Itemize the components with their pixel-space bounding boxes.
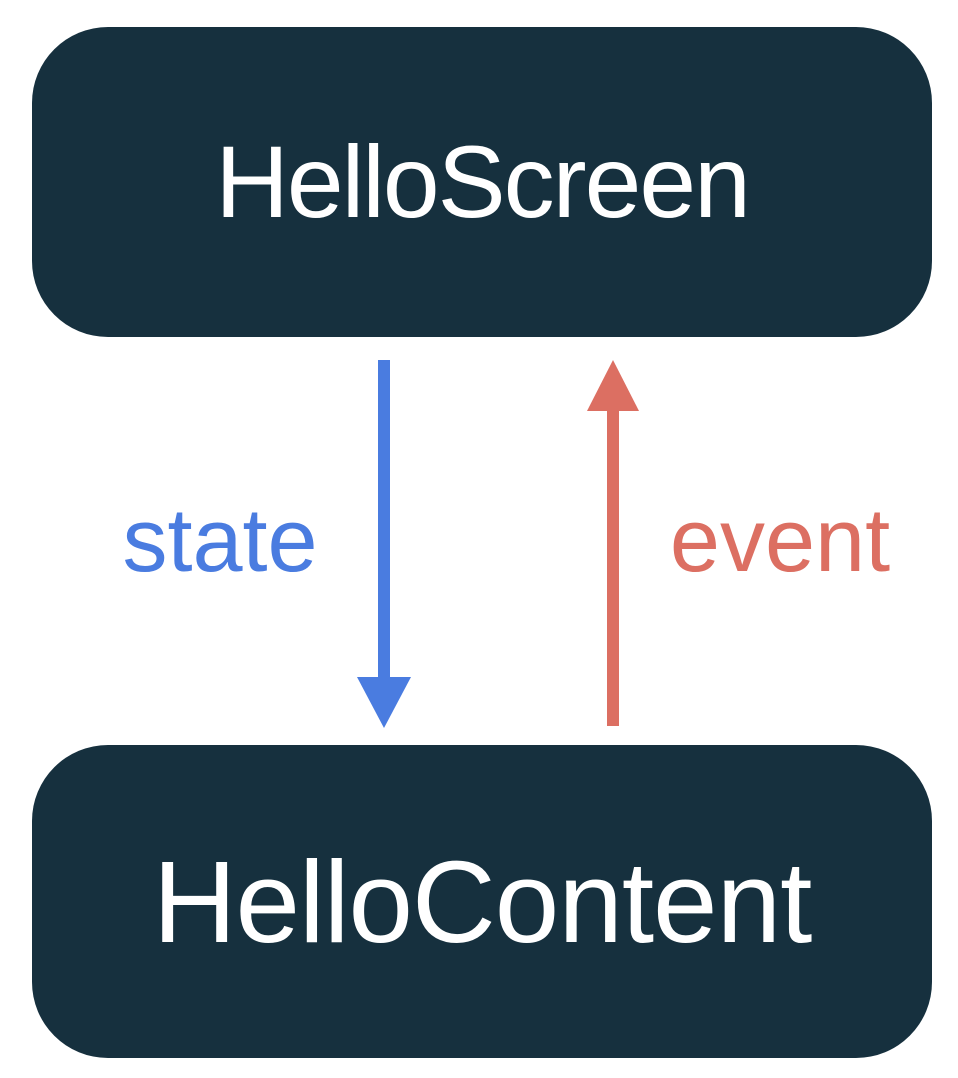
state-arrowhead-icon [357,677,411,728]
event-arrowhead-icon [587,360,639,411]
node-hello-screen: HelloScreen [32,27,932,337]
node-hello-content-label: HelloContent [152,836,813,967]
event-label: event [669,491,891,591]
state-arrow [357,360,411,728]
state-label: state [122,491,318,591]
event-arrow [587,360,639,726]
node-hello-content: HelloContent [32,745,932,1058]
node-hello-screen-label: HelloScreen [215,124,751,239]
